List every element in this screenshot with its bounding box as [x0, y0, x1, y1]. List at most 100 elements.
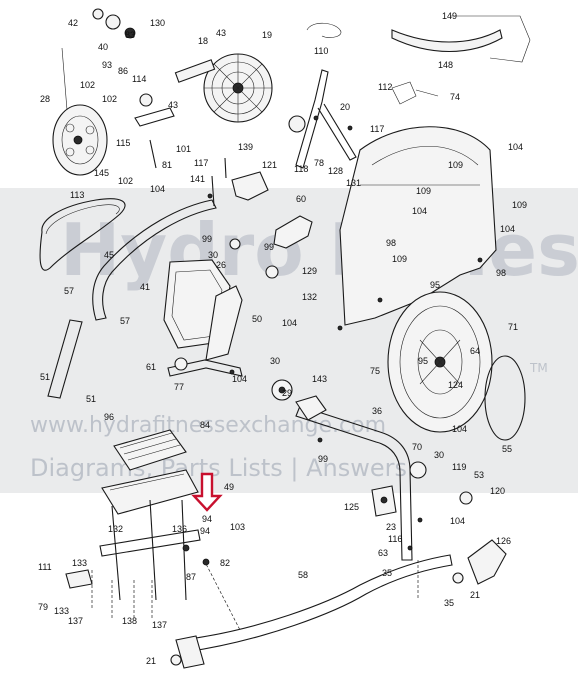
callout-label: 139	[238, 142, 253, 152]
callout-label: 138	[122, 616, 137, 626]
callout-label: 35	[444, 598, 454, 608]
callout-label: 145	[94, 168, 109, 178]
callout-label: 18	[198, 36, 208, 46]
parts-artwork	[39, 8, 531, 669]
callout-label: 45	[104, 250, 114, 260]
callout-label: 43	[168, 100, 178, 110]
callout-label: 103	[230, 522, 245, 532]
callout-label: 63	[378, 548, 388, 558]
callout-label: 74	[450, 92, 460, 102]
callout-label: 101	[176, 144, 191, 154]
callout-label: 104	[452, 424, 467, 434]
callout-label: 53	[474, 470, 484, 480]
callout-label: 124	[448, 380, 463, 390]
callout-labels: 42 40 130 43 18 19 83 93 86 114 102 28 1…	[38, 11, 527, 666]
callout-label: 64	[470, 346, 480, 356]
callout-label: 36	[372, 406, 382, 416]
callout-label: 21	[146, 656, 156, 666]
highlight-arrow	[191, 472, 223, 512]
callout-label: 104	[500, 224, 515, 234]
callout-label: 118	[294, 164, 308, 174]
callout-label: 148	[438, 60, 453, 70]
callout-label: 104	[282, 318, 297, 328]
callout-label: 29	[282, 388, 292, 398]
callout-label: 109	[448, 160, 463, 170]
callout-label: 19	[262, 30, 272, 40]
callout-label: 20	[340, 102, 350, 112]
callout-label: 121	[262, 160, 277, 170]
callout-label: 42	[68, 18, 78, 28]
callout-label: 141	[190, 174, 205, 184]
callout-label: 99	[202, 234, 212, 244]
callout-label: 82	[220, 558, 230, 568]
callout-label: 51	[40, 372, 50, 382]
callout-label: 109	[512, 200, 527, 210]
callout-label: 104	[150, 184, 165, 194]
callout-label: 86	[118, 66, 128, 76]
callout-label: 95	[418, 356, 428, 366]
callout-label: 21	[470, 590, 480, 600]
callout-label: 116	[388, 534, 402, 544]
callout-label: 83	[125, 30, 135, 40]
callout-label: 117	[194, 158, 208, 168]
callout-label: 79	[38, 602, 48, 612]
callout-label: 131	[346, 178, 361, 188]
callout-label: 112	[378, 82, 392, 92]
callout-label: 133	[54, 606, 69, 616]
callout-label: 98	[386, 238, 396, 248]
callout-label: 51	[86, 394, 96, 404]
callout-label: 41	[140, 282, 150, 292]
callout-label: 94	[200, 526, 210, 536]
callout-label: 84	[200, 420, 210, 430]
callout-label: 109	[416, 186, 431, 196]
callout-label: 136	[172, 524, 187, 534]
callout-label: 30	[208, 250, 218, 260]
callout-label: 132	[302, 292, 317, 302]
callout-label: 113	[70, 190, 84, 200]
callout-label: 98	[496, 268, 506, 278]
callout-label: 57	[120, 316, 130, 326]
callout-label: 110	[314, 46, 328, 56]
callout-label: 30	[434, 450, 444, 460]
callout-label: 78	[314, 158, 324, 168]
callout-label: 95	[430, 280, 440, 290]
callout-label: 57	[64, 286, 74, 296]
callout-label: 128	[328, 166, 343, 176]
left-wheel	[52, 47, 108, 176]
callout-label: 137	[152, 620, 167, 630]
callout-label: 99	[318, 454, 328, 464]
callout-label: 130	[150, 18, 165, 28]
highlighted-callout: 94	[202, 514, 212, 524]
callout-label: 133	[72, 558, 87, 568]
callout-label: 115	[116, 138, 130, 148]
callout-label: 28	[40, 94, 50, 104]
callout-label: 129	[302, 266, 317, 276]
callout-label: 132	[108, 524, 123, 534]
callout-label: 126	[496, 536, 511, 546]
callout-label: 71	[508, 322, 518, 332]
callout-label: 87	[186, 572, 196, 582]
callout-label: 102	[118, 176, 133, 186]
callout-label: 49	[224, 482, 234, 492]
callout-label: 60	[296, 194, 306, 204]
callout-label: 119	[452, 462, 466, 472]
callout-label: 43	[216, 28, 226, 38]
callout-label: 102	[80, 80, 95, 90]
watermark-brand: Hydro Fitness Exchange	[60, 208, 578, 292]
callout-label: 99	[264, 242, 274, 252]
pedal-platform	[101, 429, 199, 515]
callout-label: 61	[146, 362, 156, 372]
flywheel-pulley	[203, 53, 273, 123]
watermark-tagline: Diagrams, Parts Lists | Answers	[30, 454, 407, 482]
callout-label: 50	[252, 314, 262, 324]
callout-label: 143	[312, 374, 327, 384]
callout-label: 55	[502, 444, 512, 454]
callout-label: 70	[412, 442, 422, 452]
callout-label: 58	[298, 570, 308, 580]
callout-label: 93	[102, 60, 112, 70]
watermark-tm: TM	[529, 361, 548, 375]
callout-label: 111	[38, 562, 52, 572]
callout-label: 102	[102, 94, 117, 104]
callout-label: 75	[370, 366, 380, 376]
